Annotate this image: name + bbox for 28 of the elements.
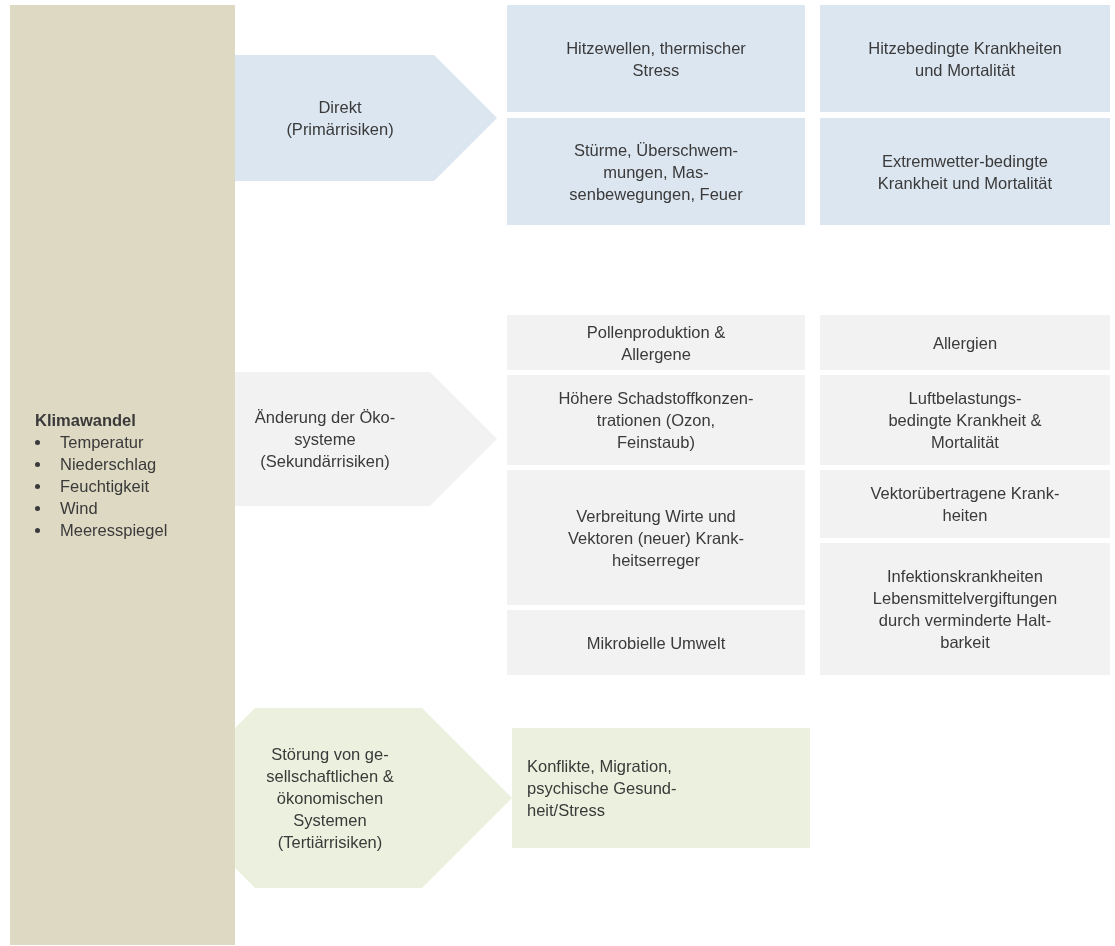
heading-text: Klimawandel (35, 410, 137, 431)
bullet-item: Wind (60, 498, 98, 519)
risk-box (507, 5, 805, 112)
box-text: Hitzewellen, thermischer Stress (565, 37, 747, 81)
bullet-item: Feuchtigkeit (60, 476, 149, 497)
risk-box (512, 728, 810, 848)
box-text: Verbreitung Wirte und Vektoren (neuer) Krank- heitserreger (566, 505, 746, 571)
risk-box (507, 118, 805, 225)
box-text: Extremwetter-bedingte Krankheit und Mortalität (876, 150, 1054, 194)
chevron-label: Störung von ge- sellschaftlichen & ökonomischen Systemen (Tertiärrisiken) (265, 744, 395, 853)
chevron-label: Direkt (Primärrisiken) (285, 97, 395, 140)
box-text: Höhere Schadstoffkonzen- trationen (Ozon, Feinstaub) (557, 388, 755, 453)
box-text: Stürme, Überschwem- mungen, Mas- senbewegungen, Feuer (568, 139, 744, 205)
box-text: Luftbelastungs- bedingte Krankheit & Mortalität (887, 388, 1043, 453)
risk-box (820, 118, 1110, 225)
box-text: Pollenproduktion & Allergene (585, 321, 727, 365)
box-text: Konflikte, Migration, psychische Gesund- heit/Stress (527, 756, 678, 821)
box-text: Mikrobielle Umwelt (585, 632, 727, 654)
box-text: Vektorübertragene Krank- heiten (869, 483, 1061, 526)
bullet-item: Meeresspiegel (60, 520, 168, 541)
box-text: Hitzebedingte Krankheiten und Mortalität (867, 37, 1063, 81)
bullet-item: Niederschlag (60, 454, 157, 475)
box-text: Allergien (931, 332, 999, 354)
bullet-item: Temperatur (60, 432, 144, 453)
sidebar-panel (10, 5, 235, 945)
chevron-label: Änderung der Öko- systeme (Sekundärrisiken) (253, 407, 397, 472)
box-text: Infektionskrankheiten Lebensmittelvergiftungen durch verminderte Halt- barkeit (871, 566, 1059, 653)
risk-box (820, 5, 1110, 112)
